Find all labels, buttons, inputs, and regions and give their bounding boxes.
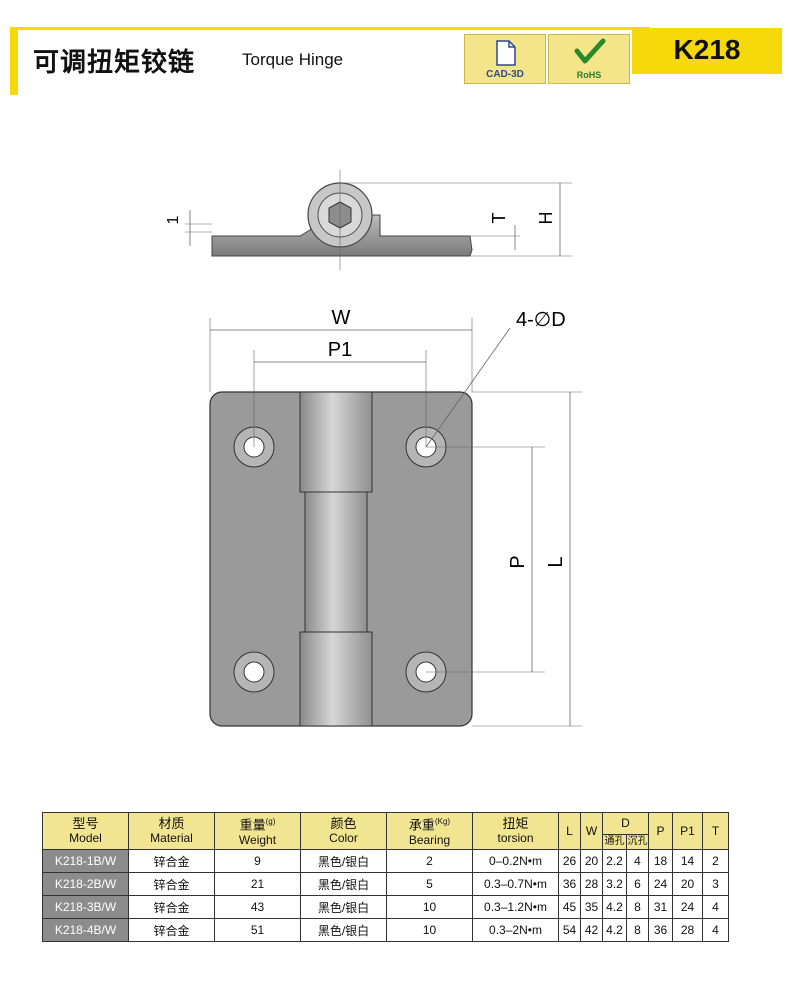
knuckle-bottom	[299, 631, 373, 727]
cell-w: 42	[580, 918, 603, 942]
cell-p1: 24	[672, 895, 703, 919]
table-row: K218-1B/W 锌合金 9 黑色/银白 2 0–0.2N•m 26 20 2…	[42, 849, 729, 873]
cell-w: 35	[580, 895, 603, 919]
cad-3d-label: CAD-3D	[486, 69, 524, 80]
dim-label-p1: P1	[328, 339, 352, 361]
cell-model: K218-4B/W	[42, 918, 129, 942]
knuckle-middle	[304, 491, 368, 633]
header-d-counter: 沉孔	[626, 833, 649, 851]
cell-d1: 4.2	[602, 895, 627, 919]
table-row: K218-2B/W 锌合金 21 黑色/银白 5 0.3–0.7N•m 36 2…	[42, 872, 729, 896]
header-bearing: 承重(Kg)Bearing	[386, 812, 473, 850]
header-d-through: 通孔	[602, 833, 627, 851]
header-l: L	[558, 812, 581, 850]
dim-label-one: 1	[165, 215, 182, 224]
cell-d2: 8	[626, 895, 649, 919]
check-icon	[574, 38, 606, 64]
cell-l: 54	[558, 918, 581, 942]
cell-t: 4	[702, 895, 729, 919]
header-weight: 重量(g)Weight	[214, 812, 301, 850]
header-p: P	[648, 812, 673, 850]
header-accent-bar	[10, 27, 18, 95]
dim-label-hole: 4-∅D	[516, 309, 566, 331]
header-p1: P1	[672, 812, 703, 850]
cell-material: 锌合金	[128, 849, 215, 873]
cell-p: 36	[648, 918, 673, 942]
dim-label-t: T	[489, 213, 509, 224]
cell-weight: 51	[214, 918, 301, 942]
cell-color: 黑色/银白	[300, 895, 387, 919]
cell-p1: 14	[672, 849, 703, 873]
dim-label-p: P	[507, 555, 529, 568]
header-accent-line	[10, 27, 650, 30]
file-icon	[496, 40, 516, 66]
dim-label-w: W	[332, 307, 351, 329]
cell-color: 黑色/银白	[300, 918, 387, 942]
cell-p1: 28	[672, 918, 703, 942]
cell-color: 黑色/银白	[300, 872, 387, 896]
cell-torsion: 0–0.2N•m	[472, 849, 559, 873]
cell-d2: 6	[626, 872, 649, 896]
cell-weight: 43	[214, 895, 301, 919]
cell-l: 36	[558, 872, 581, 896]
cell-w: 20	[580, 849, 603, 873]
cell-l: 26	[558, 849, 581, 873]
cell-d1: 2.2	[602, 849, 627, 873]
cell-bearing: 2	[386, 849, 473, 873]
table-row: K218-3B/W 锌合金 43 黑色/银白 10 0.3–1.2N•m 45 …	[42, 895, 729, 919]
cell-material: 锌合金	[128, 895, 215, 919]
cell-torsion: 0.3–1.2N•m	[472, 895, 559, 919]
product-title-en: Torque Hinge	[242, 50, 344, 69]
rohs-badge[interactable]: RoHS	[548, 34, 630, 84]
cell-torsion: 0.3–2N•m	[472, 918, 559, 942]
header-w: W	[580, 812, 603, 850]
cell-bearing: 10	[386, 895, 473, 919]
product-title-cn: 可调扭矩铰链	[33, 48, 196, 78]
cell-p1: 20	[672, 872, 703, 896]
cell-p: 24	[648, 872, 673, 896]
dim-label-l: L	[545, 556, 567, 567]
cell-model: K218-3B/W	[42, 895, 129, 919]
cell-d2: 8	[626, 918, 649, 942]
cell-torsion: 0.3–0.7N•m	[472, 872, 559, 896]
cell-bearing: 10	[386, 918, 473, 942]
cell-p: 31	[648, 895, 673, 919]
cad-3d-badge[interactable]: CAD-3D	[464, 34, 546, 84]
cell-model: K218-2B/W	[42, 872, 129, 896]
front-view-drawing: W P1 4-∅D P L	[209, 307, 582, 727]
cell-t: 4	[702, 918, 729, 942]
cell-t: 2	[702, 849, 729, 873]
cell-weight: 21	[214, 872, 301, 896]
cell-d2: 4	[626, 849, 649, 873]
cell-material: 锌合金	[128, 872, 215, 896]
table-subheader-row: 通孔 沉孔	[43, 833, 729, 851]
header-d: D	[602, 812, 649, 835]
cell-l: 45	[558, 895, 581, 919]
cell-color: 黑色/银白	[300, 849, 387, 873]
table-row: K218-4B/W 锌合金 51 黑色/银白 10 0.3–2N•m 54 42…	[42, 918, 729, 942]
cell-model: K218-1B/W	[42, 849, 129, 873]
cell-w: 28	[580, 872, 603, 896]
side-view-drawing: 1 T H	[165, 170, 572, 270]
model-code-box: K218	[632, 28, 782, 74]
cell-d1: 4.2	[602, 918, 627, 942]
knuckle-top	[299, 391, 373, 493]
cell-material: 锌合金	[128, 918, 215, 942]
cell-p: 18	[648, 849, 673, 873]
rohs-label: RoHS	[576, 70, 602, 80]
page-header: 可调扭矩铰链 Torque Hinge CAD-3D RoHS K218	[0, 0, 790, 100]
dim-label-h: H	[536, 212, 556, 225]
cell-weight: 9	[214, 849, 301, 873]
cell-d1: 3.2	[602, 872, 627, 896]
model-code: K218	[673, 34, 741, 65]
cell-bearing: 5	[386, 872, 473, 896]
header-t: T	[702, 812, 729, 850]
cell-t: 3	[702, 872, 729, 896]
